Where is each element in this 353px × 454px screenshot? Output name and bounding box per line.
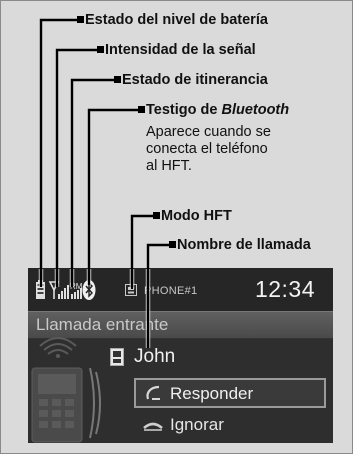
leader-bluetooth — [87, 108, 141, 285]
bluetooth-icon — [82, 280, 96, 300]
callout-battery-status: Estado del nivel de batería — [85, 12, 268, 28]
callout-bluetooth-indicator: Testigo de Bluetooth — [146, 102, 289, 118]
contact-card-icon — [110, 348, 124, 366]
answer-phone-icon — [146, 385, 160, 400]
ringing-phone-icon — [31, 337, 101, 443]
callout-hft-mode: Modo HFT — [161, 208, 232, 224]
answer-label: Responder — [170, 384, 254, 403]
bt-desc-line-3: al HFT. — [146, 158, 192, 174]
phone-name-label: PHONE#1 — [144, 285, 198, 297]
phone-display-screen: RM PHONE#1 12:34 Llamada entrante — [28, 268, 333, 443]
bt-desc-line-2: conecta el teléfono — [146, 141, 268, 157]
callout-bluetooth-prefix: Testigo de — [146, 102, 222, 118]
ignore-label: Ignorar — [170, 415, 224, 434]
ignore-button[interactable]: Ignorar — [134, 411, 326, 441]
clock: 12:34 — [254, 276, 315, 302]
bt-desc-line-1: Aparece cuando se — [146, 124, 271, 140]
leader-battery — [39, 18, 80, 287]
leader-signal — [55, 48, 100, 287]
callout-signal-strength: Intensidad de la señal — [105, 42, 256, 58]
hang-up-icon — [143, 422, 163, 431]
callout-caller-name: Nombre de llamada — [177, 237, 311, 253]
callout-bluetooth-italic: Bluetooth — [221, 102, 290, 118]
callout-roaming-status: Estado de itinerancia — [122, 72, 268, 88]
roaming-icon: RM — [70, 282, 83, 299]
roaming-tag: RM — [70, 282, 83, 291]
leader-roaming — [70, 78, 117, 287]
caller-name: John — [134, 346, 176, 367]
answer-button[interactable]: Responder — [134, 378, 326, 408]
incoming-call-header: Llamada entrante — [28, 311, 333, 339]
leader-caller-name — [146, 243, 172, 348]
callout-bluetooth-description: Aparece cuando se conecta el teléfono al… — [146, 124, 271, 175]
incoming-call-text: Llamada entrante — [36, 315, 169, 334]
leader-hft-mode — [130, 214, 156, 289]
